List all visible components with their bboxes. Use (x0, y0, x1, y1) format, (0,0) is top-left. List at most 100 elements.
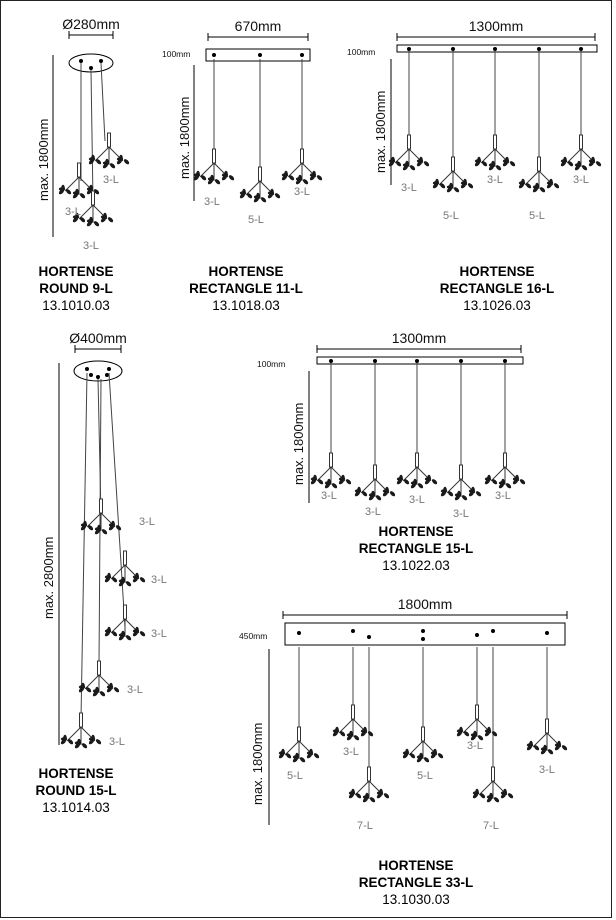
product-name-line1: HORTENSE (208, 264, 284, 279)
product-rectangle-33l: 1800mm 450mm max. 1800mm 5-L 3-L 7-L 5-L (231, 593, 611, 917)
flower-cluster-icon (310, 452, 352, 489)
label-cluster: 3-L (343, 746, 359, 758)
label-cluster: 3-L (139, 516, 155, 528)
label-cluster: 3-L (151, 628, 167, 640)
product-code: 13.1026.03 (463, 298, 531, 313)
label-cluster: 5-L (443, 210, 459, 222)
flower-cluster-icon (396, 452, 438, 489)
product-name-line1: HORTENSE (378, 524, 454, 539)
dim-height: max. 2800mm (41, 537, 56, 619)
dim-canopy: 100mm (162, 49, 190, 59)
label-cluster: 3-L (294, 186, 310, 198)
label-cluster: 3-L (103, 174, 119, 186)
caption: HORTENSE RECTANGLE 11-L 13.1018.03 (156, 263, 336, 314)
product-code: 13.1022.03 (382, 558, 450, 573)
product-code: 13.1010.03 (42, 298, 110, 313)
flower-cluster-icon (193, 148, 235, 185)
label-cluster: 3-L (409, 494, 425, 506)
flower-cluster-icon (388, 134, 430, 171)
dim-width: Ø400mm (69, 330, 127, 346)
dim-width: 670mm (235, 18, 282, 34)
product-rectangle-16l: 1300mm 100mm max. 1800mm 3-L 5-L 3-L 5-L… (341, 1, 613, 323)
label-cluster: 5-L (248, 214, 264, 226)
product-name-line2: RECTANGLE 11-L (189, 281, 303, 296)
product-round-9l: Ø280mm max. 1800mm 3-L 3-L 3-L HORTENSE … (1, 1, 151, 323)
drawing-round-9l: Ø280mm max. 1800mm 3-L 3-L 3-L (36, 16, 130, 252)
dim-height: max. 1800mm (373, 91, 388, 173)
label-cluster: 7-L (483, 820, 499, 832)
dim-width: 1800mm (398, 596, 452, 612)
caption: HORTENSE ROUND 15-L 13.1014.03 (1, 765, 151, 816)
caption: HORTENSE RECTANGLE 33-L 13.1030.03 (291, 857, 541, 908)
flower-cluster-icon (440, 464, 482, 501)
label-cluster: 7-L (357, 820, 373, 832)
dim-canopy: 100mm (347, 47, 375, 57)
product-code: 13.1014.03 (42, 800, 110, 815)
product-name-line1: HORTENSE (38, 766, 114, 781)
flower-cluster-icon (58, 162, 100, 199)
dim-width: Ø280mm (62, 16, 120, 32)
flower-cluster-icon (80, 498, 122, 535)
flower-cluster-icon (518, 156, 560, 193)
drawing-rectangle-16l: 1300mm 100mm max. 1800mm 3-L 5-L 3-L 5-L… (347, 18, 602, 222)
product-rectangle-11l: 670mm 100mm max. 1800mm 3-L 5-L 3-L HORT… (156, 1, 336, 323)
flower-cluster-icon (239, 166, 281, 203)
dim-height: max. 1800mm (36, 119, 51, 201)
dim-height: max. 1800mm (177, 97, 192, 179)
flower-cluster-icon (354, 464, 396, 501)
label-cluster: 3-L (365, 506, 381, 518)
drawing-rectangle-11l: 670mm 100mm max. 1800mm 3-L 5-L 3-L (162, 18, 323, 226)
drawing-rectangle-15l: 1300mm 100mm max. 1800mm 3-L 3-L 3-L 3-L… (257, 330, 526, 520)
label-cluster: 3-L (401, 182, 417, 194)
product-name-line2: RECTANGLE 15-L (358, 541, 474, 556)
flower-cluster-icon (474, 134, 516, 171)
label-cluster: 3-L (467, 740, 483, 752)
label-cluster: 5-L (529, 210, 545, 222)
product-rectangle-15l: 1300mm 100mm max. 1800mm 3-L 3-L 3-L 3-L… (251, 327, 551, 587)
flower-cluster-icon (278, 726, 320, 763)
dim-width: 1300mm (392, 330, 446, 346)
dim-canopy: 450mm (239, 631, 267, 641)
flower-cluster-icon (104, 550, 146, 587)
dim-canopy: 100mm (257, 359, 285, 369)
product-name-line2: RECTANGLE 16-L (439, 281, 555, 296)
product-name-line1: HORTENSE (378, 858, 454, 873)
product-name-line2: ROUND 9-L (39, 281, 113, 296)
label-cluster: 3-L (573, 174, 589, 186)
label-cluster: 3-L (127, 684, 143, 696)
flower-cluster-icon (402, 726, 444, 763)
flower-cluster-icon (472, 766, 514, 803)
caption: HORTENSE RECTANGLE 16-L 13.1026.03 (381, 263, 613, 314)
product-name-line1: HORTENSE (38, 264, 114, 279)
flower-cluster-icon (332, 704, 374, 741)
caption: HORTENSE RECTANGLE 15-L 13.1022.03 (291, 523, 541, 574)
product-name-line2: RECTANGLE 33-L (358, 875, 474, 890)
dim-height: max. 1800mm (250, 723, 265, 805)
flower-cluster-icon (348, 766, 390, 803)
label-cluster: 3-L (83, 240, 99, 252)
caption: HORTENSE ROUND 9-L 13.1010.03 (1, 263, 151, 314)
label-cluster: 3-L (151, 574, 167, 586)
flower-cluster-icon (60, 712, 102, 749)
drawing-rectangle-33l: 1800mm 450mm max. 1800mm 5-L 3-L 7-L 5-L (239, 596, 568, 832)
dim-width: 1300mm (469, 18, 523, 34)
flower-cluster-icon (104, 604, 146, 641)
label-cluster: 3-L (65, 206, 81, 218)
label-cluster: 3-L (539, 764, 555, 776)
label-cluster: 5-L (287, 770, 303, 782)
drawing-round-15l: Ø400mm max. 2800mm 3-L 3-L 3-L 3-L 3-L (41, 330, 167, 749)
label-cluster: 3-L (495, 490, 511, 502)
flower-cluster-icon (78, 660, 120, 697)
label-cluster: 5-L (417, 770, 433, 782)
label-cluster: 3-L (204, 196, 220, 208)
flower-cluster-icon (72, 190, 114, 227)
dim-height: max. 1800mm (291, 403, 306, 485)
product-name-line1: HORTENSE (459, 264, 535, 279)
flower-cluster-icon (560, 134, 602, 171)
label-cluster: 3-L (109, 736, 125, 748)
label-cluster: 3-L (321, 490, 337, 502)
flower-cluster-icon (88, 132, 130, 169)
flower-cluster-icon (432, 156, 474, 193)
product-code: 13.1018.03 (212, 298, 280, 313)
